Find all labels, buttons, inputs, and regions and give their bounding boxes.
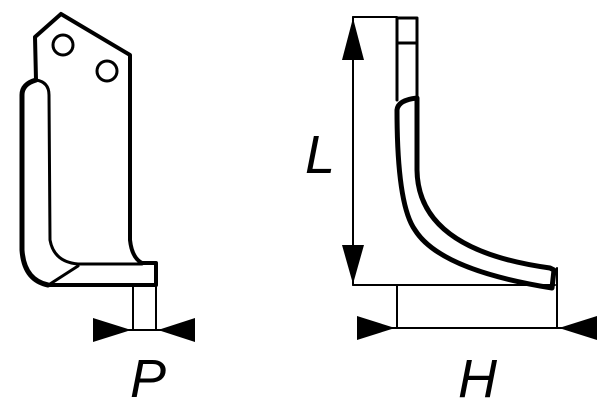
blade-shank-outline: [395, 16, 419, 102]
arrow-h-left: [357, 316, 395, 340]
dimension-label-h: H: [458, 349, 497, 409]
mounting-hole-2: [95, 59, 119, 83]
blade-plate-outline: [33, 12, 158, 287]
arrow-h-right: [559, 316, 597, 340]
arrow-l-top: [342, 18, 364, 60]
arrow-l-bottom: [342, 245, 364, 284]
blade-guard-outline: [19, 77, 51, 288]
dimension-label-p: P: [130, 349, 167, 409]
blade-side-view: [394, 16, 557, 291]
blade-guard-inner-edge: [34, 78, 144, 266]
mounting-hole-1: [51, 33, 75, 57]
blade-bevel-edge: [48, 264, 80, 286]
dimension-l: [352, 16, 556, 286]
dimension-label-l: L: [305, 125, 336, 185]
arrow-p-right: [158, 318, 195, 342]
dimension-p: [127, 286, 162, 331]
dimension-h: [391, 267, 563, 329]
arrow-p-left: [93, 318, 131, 342]
blade-front-view: [19, 12, 158, 288]
blade-curve-outline: [394, 95, 557, 291]
